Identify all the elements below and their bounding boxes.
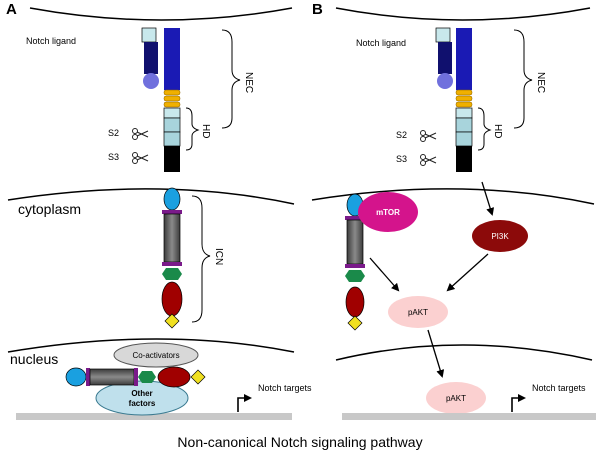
panel-b-pi3k — [472, 220, 528, 252]
figure-caption: Non-canonical Notch signaling pathway — [177, 434, 422, 450]
panel-b-pakt-translocation-arrow — [427, 329, 445, 378]
panel-b-pakt-cytoplasm-label: pAKT — [408, 308, 428, 317]
panel-a-nec-brace — [221, 29, 241, 129]
panel-a-icn-label: ICN — [213, 248, 224, 265]
panel-b-nec-label: NEC — [535, 72, 546, 93]
panel-a-co-activators-label: Co-activators — [132, 351, 179, 360]
panel-a-notch-targets-label: Notch targets — [258, 383, 312, 393]
panel-b-ligand-cell-membrane — [335, 7, 591, 21]
panel-b-label: B — [312, 1, 323, 18]
panel-b-notch-targets-label: Notch targets — [532, 383, 586, 393]
panel-a-icn — [161, 187, 183, 329]
panel-b-pakt-nucleus-label: pAKT — [446, 394, 466, 403]
panel-b-receptor-to-pi3k-arrow — [481, 181, 495, 216]
panel-b-pakt-cytoplasm — [388, 296, 448, 328]
panel-b-nec-brace — [513, 29, 533, 129]
panel-a-s2-scissors-icon — [132, 128, 149, 140]
panel-a-icn-brace — [191, 195, 211, 323]
panel-a-nuclear-membrane — [7, 338, 295, 353]
panel-a-nucleus-label: nucleus — [10, 351, 58, 367]
panel-b-mtor-label: mTOR — [376, 208, 400, 217]
panel-b-nuclear-membrane — [335, 344, 593, 361]
panel-a-cell-membrane — [7, 188, 295, 205]
panel-a-s2-label: S2 — [108, 128, 119, 138]
panel-b-notch-receptor — [455, 28, 473, 172]
panel-a-cytoplasm-label: cytoplasm — [18, 201, 81, 217]
panel-a-hd-brace — [185, 107, 200, 151]
panel-b-mtor — [358, 192, 418, 232]
panel-a-dna — [16, 413, 292, 420]
panel-b-s2-label: S2 — [396, 130, 407, 140]
panel-a: A Notch ligand NEC HD S2 S — [6, 1, 312, 420]
panel-b-notch-ligand — [435, 27, 453, 89]
panel-b-cell-membrane — [311, 188, 595, 205]
panel-a-icn-nuclear-complex — [65, 366, 206, 388]
panel-b: B Notch ligand NEC HD S2 S — [311, 1, 596, 420]
panel-b-dna — [342, 413, 596, 420]
panel-a-s3-scissors-icon — [132, 152, 149, 164]
panel-a-notch-ligand-label: Notch ligand — [26, 36, 76, 46]
panel-a-other-factors-label-1: Other — [131, 389, 152, 398]
panel-a-notch-ligand — [141, 27, 159, 89]
panel-a-other-factors-label-2: factors — [129, 399, 156, 408]
panel-a-transcription-arrow-icon — [237, 394, 252, 412]
panel-a-notch-receptor — [163, 28, 181, 172]
panel-b-pakt-nucleus — [426, 382, 486, 414]
panel-a-nec-label: NEC — [243, 72, 254, 93]
panel-a-ligand-cell-membrane — [29, 7, 293, 21]
panel-a-co-activators — [113, 342, 199, 368]
panel-b-hd-brace — [477, 107, 492, 151]
panel-b-s3-scissors-icon — [420, 154, 437, 166]
panel-a-hd-label: HD — [200, 124, 211, 138]
panel-b-notch-ligand-label: Notch ligand — [356, 38, 406, 48]
panel-b-transcription-arrow-icon — [511, 394, 526, 412]
panel-a-s3-label: S3 — [108, 152, 119, 162]
panel-a-label: A — [6, 1, 17, 18]
panel-b-hd-label: HD — [492, 124, 503, 138]
panel-b-s2-scissors-icon — [420, 130, 437, 142]
panel-b-pi3k-to-pakt-arrow — [446, 253, 489, 292]
panel-b-s3-label: S3 — [396, 154, 407, 164]
panel-b-icn-to-pakt-arrow — [369, 257, 400, 292]
panel-b-pi3k-label: PI3K — [491, 232, 509, 241]
